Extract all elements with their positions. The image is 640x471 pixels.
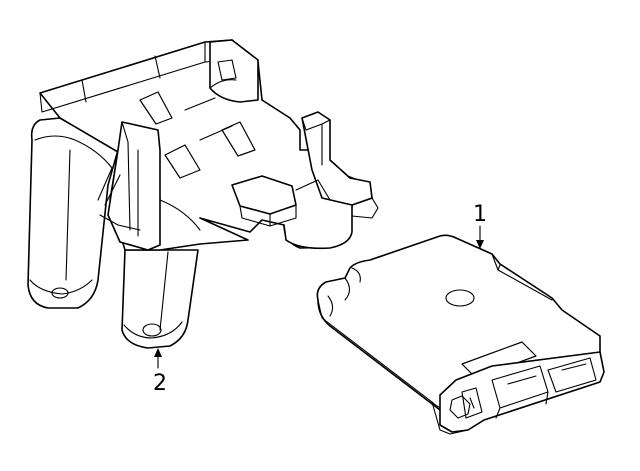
- mounting-bracket: [27, 39, 379, 349]
- callout-2: 2: [153, 348, 167, 396]
- callout-2-label: 2: [153, 371, 167, 396]
- control-module: [316, 234, 605, 435]
- callout-1-label: 1: [473, 202, 487, 227]
- callout-1: 1: [473, 202, 487, 249]
